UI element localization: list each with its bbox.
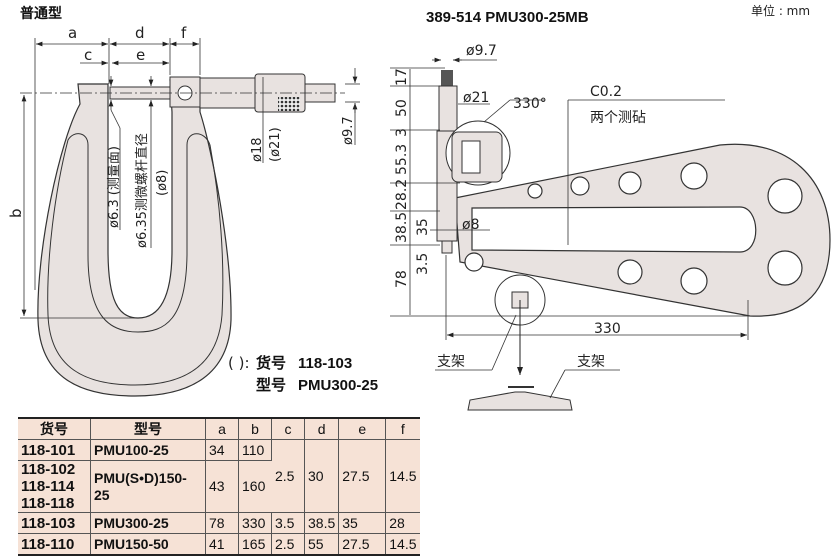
unit-label: 单位 : mm [751, 3, 810, 18]
label-spindle-diameter: ø6.35测微螺杆直径 [135, 133, 150, 248]
col-header: f [385, 417, 420, 440]
label-spindle-alt: (ø8) [155, 170, 170, 196]
left-view: 普通型 a d f [7, 5, 378, 397]
col-header: 型号 [90, 417, 206, 440]
table-row: 118-110 PMU150-50 41 165 2.5 55 27.5 14.… [18, 533, 420, 556]
cell-no: 118-110 [18, 533, 91, 556]
cell-e: 35 [338, 512, 387, 534]
col-header: b [238, 417, 272, 440]
cell-b: 160 [238, 460, 272, 513]
dim-17: 17 [394, 68, 410, 86]
cell-a: 41 [205, 533, 239, 556]
table-row: 118-102 118-114 118-118 PMU(S•D)150-25 4… [18, 460, 420, 513]
stand-label-1: 支架 [437, 354, 465, 370]
table-row: 118-101 PMU100-25 34 110 2.5 30 27.5 14.… [18, 439, 420, 513]
cell-c: 3.5 [271, 512, 305, 534]
right-view: 389-514 PMU300-25MB 单位 : mm [390, 3, 831, 411]
dim-3-5: 3.5 [415, 253, 431, 275]
cell-a: 34 [205, 439, 239, 461]
dim-sleeve-diameter: ø21 [463, 90, 489, 106]
stand [467, 391, 573, 411]
col-header: d [304, 417, 340, 440]
dim-38-5: 38.5 [394, 212, 410, 243]
cell-no-1: 118-102 [21, 461, 76, 478]
label-sleeve-alt: (ø21) [268, 127, 283, 162]
ratchet-knob [441, 70, 453, 88]
dim-a: a [68, 24, 77, 42]
cell-b: 165 [238, 533, 272, 556]
dim-b: b [7, 208, 25, 218]
cell-f: 28 [385, 512, 420, 534]
dim-78: 78 [394, 270, 410, 288]
dim-ratchet-diameter: ø9.7 [466, 43, 497, 59]
cell-b: 110 [238, 439, 272, 461]
dim-anvil-diameter: ø8 [462, 217, 479, 233]
cell-no: 118-101 [18, 439, 91, 461]
cell-a: 78 [205, 512, 239, 534]
chamfer-note: 两个测砧 [590, 110, 646, 126]
cell-c: 2.5 [271, 533, 305, 556]
cell-no: 118-103 [18, 512, 91, 534]
col-header: a [205, 417, 239, 440]
chamfer-label: C0.2 [590, 84, 622, 100]
cell-d: 38.5 [304, 512, 340, 534]
cell-model: PMU150-50 [90, 533, 206, 556]
cell-no: 118-102 118-114 118-118 [18, 460, 91, 513]
dim-28-2: 28.2 [394, 179, 410, 210]
label-ratchet-diameter: ø9.7 [341, 116, 356, 145]
cell-model: PMU(S•D)150-25 [90, 460, 206, 513]
cell-d: 30 [304, 439, 340, 513]
label-sleeve-diameter: ø18 [250, 138, 265, 163]
dim-width-330: 330 [594, 321, 621, 337]
cell-d: 55 [304, 533, 340, 556]
note-model-label: 型号 [256, 376, 286, 394]
cell-model: PMU100-25 [90, 439, 206, 461]
dim-55-3: 55.3 [394, 144, 410, 175]
col-header: 货号 [18, 417, 91, 440]
dim-35: 35 [415, 218, 431, 236]
label-face-diameter: ø6.3 (测量面) [107, 146, 122, 228]
note-no-label: 货号 [256, 354, 286, 372]
cell-e: 27.5 [338, 439, 387, 513]
note-model: PMU300-25 [298, 377, 378, 394]
cell-f: 14.5 [385, 439, 420, 513]
stand-label-2: 支架 [577, 354, 605, 370]
cell-no-2: 118-114 [21, 478, 75, 495]
cell-a: 43 [205, 460, 239, 513]
table-row: 118-103 PMU300-25 78 330 3.5 38.5 35 28 [18, 512, 420, 534]
dim-3: 3 [394, 128, 410, 137]
note-paren: ( ): [228, 354, 250, 372]
cell-e: 27.5 [338, 533, 387, 556]
dim-d: d [135, 24, 145, 42]
head-sleeve [438, 85, 458, 132]
note-no: 118-103 [298, 355, 352, 372]
cell-f: 14.5 [385, 533, 420, 556]
cell-c: 2.5 [271, 439, 305, 513]
spec-table: 货号 型号 a b c d e f 118-101 PMU100-25 34 1… [18, 417, 420, 556]
dim-c: c [84, 46, 92, 64]
left-title: 普通型 [20, 5, 62, 21]
cell-model: PMU300-25 [90, 512, 206, 534]
right-title: 389-514 PMU300-25MB [426, 9, 589, 26]
col-header: c [271, 417, 305, 440]
dim-f: f [181, 24, 187, 42]
table-header-row: 货号 型号 a b c d e f [18, 417, 420, 440]
cell-no-3: 118-118 [21, 495, 75, 512]
frame-large [454, 143, 831, 317]
col-header: e [338, 417, 387, 440]
cell-b: 330 [238, 512, 272, 534]
dim-display-angle: 330° [513, 96, 547, 112]
dim-e: e [136, 46, 145, 64]
dim-50: 50 [394, 99, 410, 117]
